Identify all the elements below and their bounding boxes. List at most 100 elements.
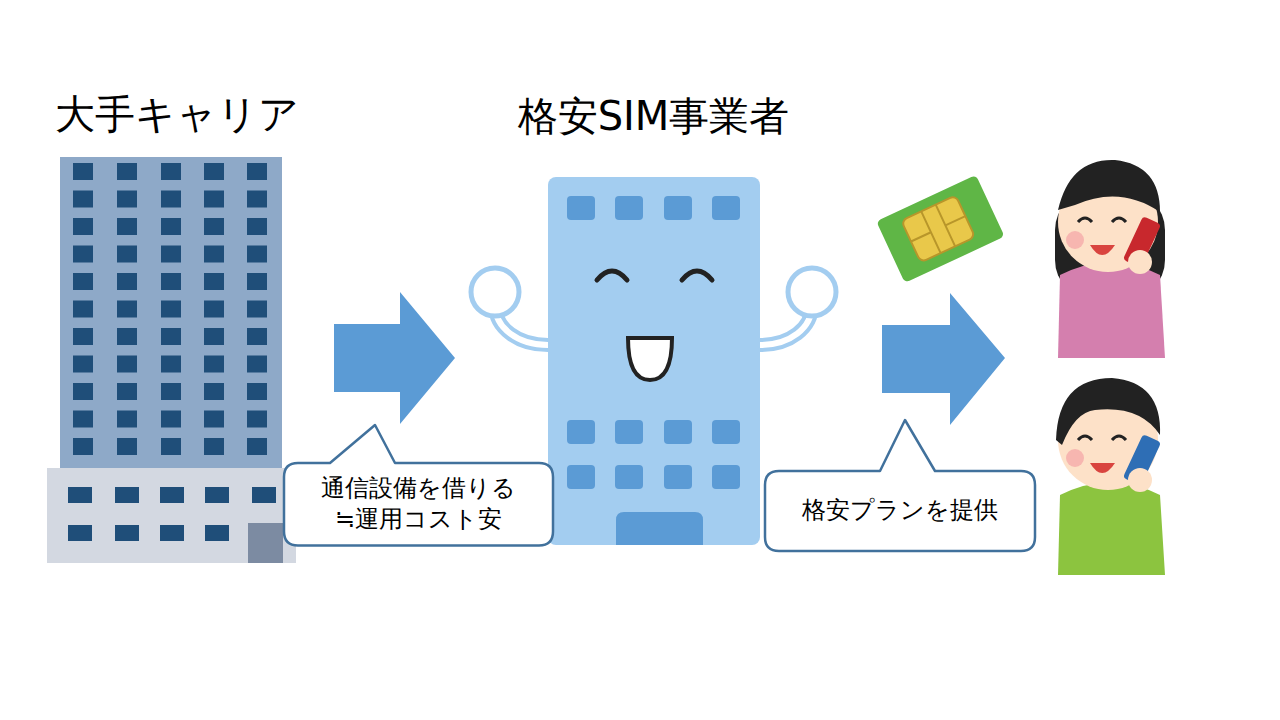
window — [117, 163, 137, 180]
window — [712, 420, 740, 444]
window — [247, 218, 267, 235]
window — [204, 411, 224, 428]
eyes — [1078, 436, 1126, 440]
man-user — [1056, 378, 1165, 575]
window — [161, 356, 181, 373]
mouth — [628, 338, 672, 380]
window — [73, 438, 93, 455]
window — [68, 525, 92, 541]
window — [161, 328, 181, 345]
window — [117, 356, 137, 373]
tower-windows — [68, 163, 276, 541]
window — [73, 218, 93, 235]
sim-card — [876, 175, 1004, 283]
window — [161, 163, 181, 180]
window — [73, 356, 93, 373]
fist — [788, 268, 836, 316]
window — [117, 411, 137, 428]
tower-base — [47, 468, 296, 563]
window — [204, 383, 224, 400]
window — [615, 420, 643, 444]
callout-bubble: 通信設備を借りる ≒運用コスト安 — [284, 463, 553, 545]
window — [204, 246, 224, 263]
door — [616, 512, 703, 545]
window — [567, 196, 595, 220]
window — [204, 328, 224, 345]
window — [73, 301, 93, 318]
bubble-shape — [284, 425, 553, 545]
window — [247, 383, 267, 400]
mouth — [1090, 245, 1115, 255]
window — [117, 328, 137, 345]
hair — [1056, 378, 1160, 445]
window — [664, 196, 692, 220]
node-heading: 大手キャリア — [55, 90, 299, 138]
eye — [682, 271, 712, 280]
callout-text: 通信設備を借りる ≒運用コスト安 — [311, 473, 526, 535]
callout-bubble: 格安プランを提供 — [765, 471, 1035, 551]
window — [73, 163, 93, 180]
window — [117, 191, 137, 208]
window — [117, 246, 137, 263]
window — [204, 218, 224, 235]
node-heading: 格安SIM事業者 — [518, 92, 790, 140]
window — [205, 525, 229, 541]
building-windows — [567, 196, 740, 489]
window — [117, 301, 137, 318]
sim-chip — [901, 195, 975, 262]
cheek — [1066, 231, 1084, 249]
window — [247, 356, 267, 373]
window — [567, 420, 595, 444]
window — [247, 273, 267, 290]
door — [248, 523, 283, 563]
sim-body — [876, 175, 1004, 283]
window — [73, 246, 93, 263]
window — [117, 383, 137, 400]
window — [247, 246, 267, 263]
tower — [60, 157, 282, 468]
window — [247, 163, 267, 180]
carrier-building: 大手キャリア — [47, 157, 296, 563]
window — [73, 191, 93, 208]
window — [117, 438, 137, 455]
bangs — [1058, 160, 1160, 212]
window — [247, 301, 267, 318]
block-arrow — [334, 292, 455, 424]
window — [664, 420, 692, 444]
window — [161, 438, 181, 455]
bubble-shape — [765, 420, 1035, 551]
window — [252, 487, 276, 503]
window — [204, 301, 224, 318]
window — [247, 438, 267, 455]
window — [615, 465, 643, 489]
window — [204, 273, 224, 290]
window — [73, 411, 93, 428]
window — [247, 411, 267, 428]
woman-user — [1055, 160, 1165, 358]
window — [204, 163, 224, 180]
window — [204, 356, 224, 373]
carrier-building — [47, 157, 296, 563]
window — [161, 411, 181, 428]
window — [161, 273, 181, 290]
window — [115, 525, 139, 541]
chip-lines — [901, 195, 975, 262]
fist — [471, 268, 519, 316]
window — [161, 383, 181, 400]
window — [205, 487, 229, 503]
window — [161, 191, 181, 208]
window — [115, 487, 139, 503]
window — [712, 196, 740, 220]
window — [204, 438, 224, 455]
window — [160, 525, 184, 541]
block-arrow — [882, 293, 1005, 425]
shirt — [1058, 483, 1165, 576]
window — [161, 246, 181, 263]
window — [247, 328, 267, 345]
shirt — [1058, 263, 1165, 359]
window — [567, 465, 595, 489]
window — [161, 301, 181, 318]
window — [73, 383, 93, 400]
window — [117, 218, 137, 235]
window — [712, 465, 740, 489]
